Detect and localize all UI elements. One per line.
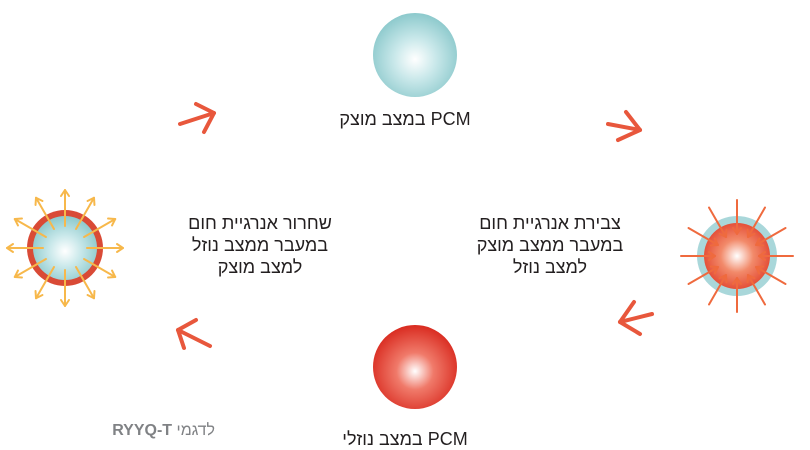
cycle-arrow-top-right: [606, 110, 642, 142]
heat-release-line-1: שחרור אנרגיית חום: [188, 213, 332, 233]
solid-state-text: במצב מוצק: [339, 109, 426, 129]
solid-state-label: PCM במצב מוצק: [300, 108, 510, 130]
model-caption: לדגמי RYYQ-T: [40, 422, 215, 440]
solid-pcm-sphere: [373, 13, 457, 97]
cycle-arrow-left-top: [178, 102, 216, 134]
solid-state-code: PCM: [430, 109, 471, 129]
heat-absorption-line-1: צבירת אנרגיית חום: [479, 213, 621, 233]
caption-model: RYYQ-T: [112, 422, 173, 439]
cycle-arrow-right-bottom: [618, 300, 654, 336]
liquid-state-label: PCM במצב נוזלי: [300, 428, 510, 450]
heat-absorption-label: צבירת אנרגיית חום במעבר ממצב מוצק למצב נ…: [445, 212, 655, 278]
heat-release-label: שחרור אנרגיית חום במעבר ממצב נוזל למצב מ…: [155, 212, 365, 278]
cycle-arrow-bottom-left: [176, 318, 212, 350]
liquid-state-code: PCM: [427, 429, 468, 449]
caption-prefix: לדגמי: [176, 422, 215, 439]
heat-release-icon: [6, 189, 124, 307]
heat-absorption-icon: [680, 199, 794, 313]
heat-absorption-line-3: למצב נוזל: [512, 257, 588, 277]
liquid-pcm-sphere: [373, 325, 457, 409]
liquid-state-text: במצב נוזלי: [342, 429, 423, 449]
heat-release-line-2: במעבר ממצב נוזל: [191, 235, 329, 255]
heat-release-line-3: למצב מוצק: [217, 257, 303, 277]
heat-absorption-line-2: במעבר ממצב מוצק: [476, 235, 624, 255]
